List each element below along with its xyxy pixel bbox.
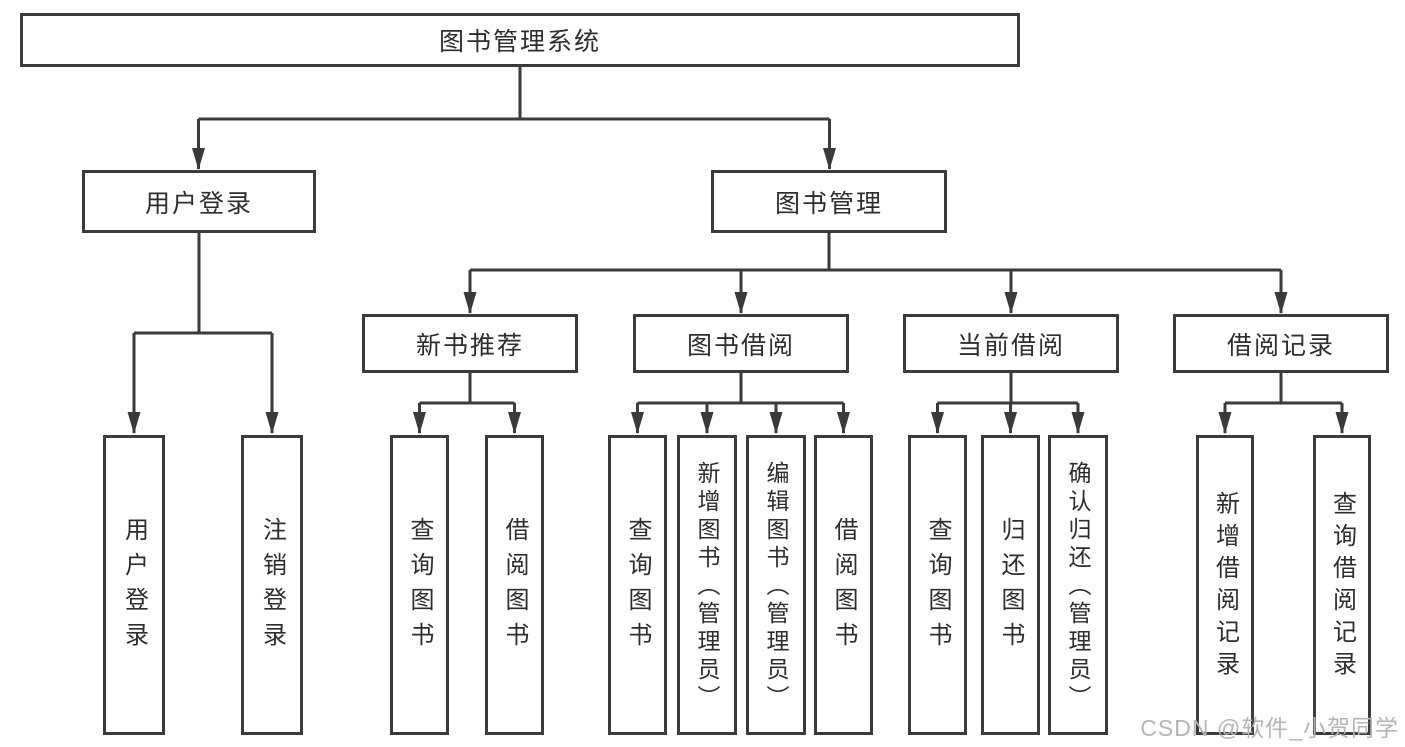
leaf-borrow-books-recommend: 借阅图书 (485, 435, 544, 735)
leaf-confirm-return-admin: 确认归还（管理员） (1048, 435, 1108, 735)
node-book-management: 图书管理 (711, 170, 947, 233)
leaf-user-login: 用户登录 (103, 435, 165, 735)
leaf-borrow-books-borrowing: 借阅图书 (814, 435, 873, 735)
leaf-query-books-current: 查询图书 (908, 435, 967, 735)
leaf-add-book-admin: 新增图书（管理员） (677, 435, 737, 735)
node-book-borrowing: 图书借阅 (633, 314, 849, 373)
node-new-book-recommend: 新书推荐 (362, 314, 578, 373)
leaf-edit-book-admin: 编辑图书（管理员） (746, 435, 806, 735)
csdn-watermark: CSDN @软件_小贺同学 (1140, 715, 1399, 741)
leaf-query-books-borrowing: 查询图书 (608, 435, 667, 735)
leaf-query-books-recommend: 查询图书 (390, 435, 449, 735)
node-borrowing-records: 借阅记录 (1173, 314, 1389, 373)
leaf-query-borrow-record: 查询借阅记录 (1313, 435, 1371, 735)
leaf-return-books: 归还图书 (981, 435, 1040, 735)
node-current-borrowing: 当前借阅 (903, 314, 1119, 373)
node-user-login: 用户登录 (82, 170, 316, 233)
node-root: 图书管理系统 (20, 13, 1020, 67)
leaf-logout: 注销登录 (241, 435, 303, 735)
leaf-add-borrow-record: 新增借阅记录 (1196, 435, 1254, 735)
